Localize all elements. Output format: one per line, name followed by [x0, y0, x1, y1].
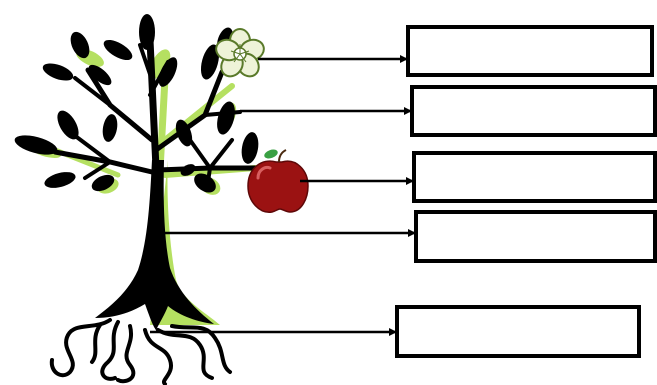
answer-box-stem[interactable]	[414, 210, 657, 263]
leaf-icon	[14, 14, 259, 193]
roots-icon	[49, 318, 232, 385]
answer-box-fruit[interactable]	[412, 151, 657, 203]
trunk-icon	[95, 160, 214, 330]
answer-box-leaf[interactable]	[410, 85, 657, 137]
flower-icon	[215, 28, 265, 78]
answer-box-flower[interactable]	[406, 25, 654, 77]
answer-box-root[interactable]	[395, 305, 641, 358]
apple-icon	[247, 149, 309, 213]
